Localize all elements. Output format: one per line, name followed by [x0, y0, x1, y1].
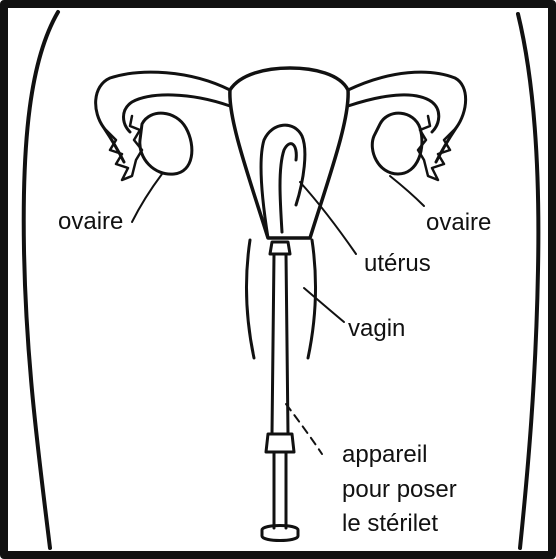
uterus-body — [230, 68, 348, 238]
body-outline-left — [24, 12, 58, 548]
insertion-device — [262, 242, 298, 541]
label-ovary-left: ovaire — [58, 210, 123, 234]
leader-ovary-left — [132, 174, 162, 222]
label-device-line2: pour poser — [342, 478, 457, 502]
label-device-line1: appareil — [342, 443, 427, 467]
body-outline-right — [518, 14, 538, 548]
uterine-cavity — [261, 125, 305, 238]
label-ovary-right: ovaire — [426, 211, 491, 235]
label-device-line3: le stérilet — [342, 512, 438, 536]
ovary-left — [140, 113, 192, 174]
fallopian-tube-left — [96, 72, 230, 162]
ovary-right — [372, 113, 422, 174]
leader-device — [286, 404, 322, 454]
leader-vagina — [304, 288, 344, 322]
frame-border — [4, 4, 552, 555]
leader-ovary-right — [390, 176, 424, 206]
label-vagina: vagin — [348, 317, 405, 341]
label-uterus: utérus — [364, 252, 431, 276]
leader-uterus — [300, 182, 356, 254]
vagina-outline — [247, 240, 316, 358]
fimbriae-left — [104, 116, 142, 180]
